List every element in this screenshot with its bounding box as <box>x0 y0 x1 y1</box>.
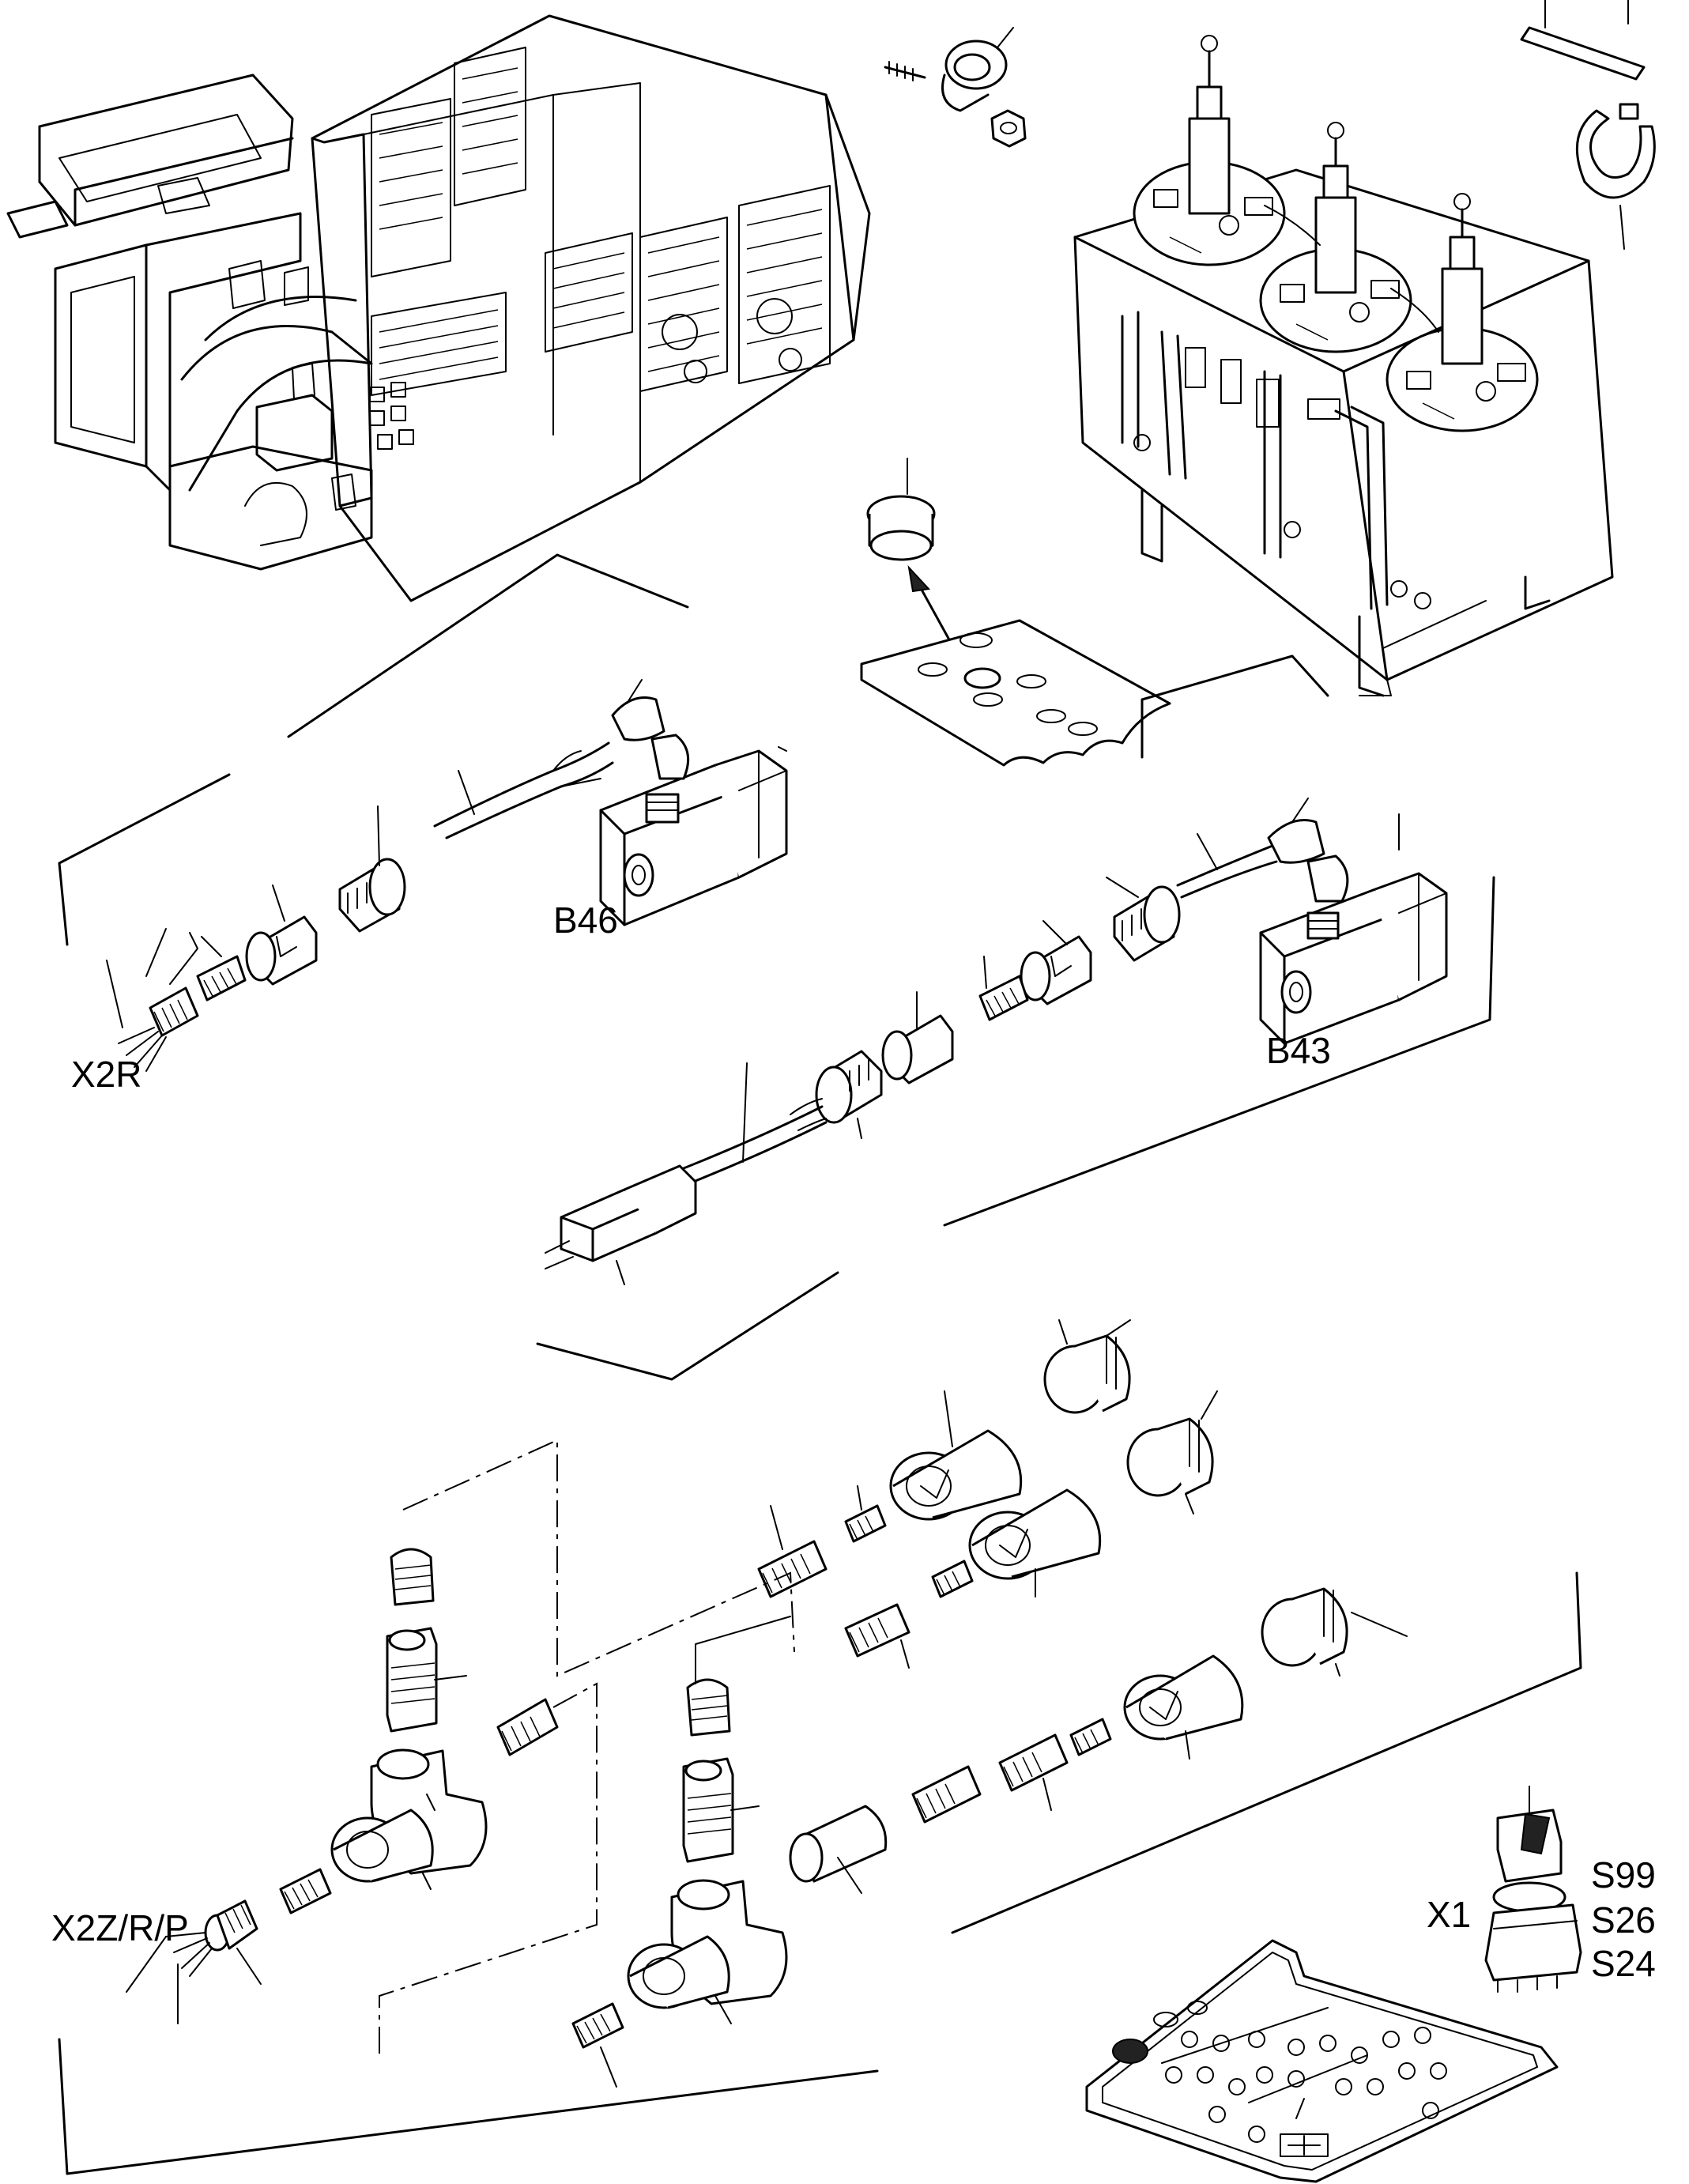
machine-overview <box>6 14 871 602</box>
switch-and-panel <box>1085 1786 1582 2183</box>
label-b46: B46 <box>553 900 618 941</box>
label-b43: B43 <box>1266 1030 1331 1071</box>
grommet-plate <box>860 458 1171 767</box>
label-x2zrp: X2Z/R/P <box>51 1907 189 1948</box>
lower-connector-parts <box>58 1319 1582 2175</box>
label-s26: S26 <box>1591 1899 1656 1941</box>
label-x1: X1 <box>1427 1894 1471 1935</box>
cable-tie <box>1520 0 1656 250</box>
b46-cable-assembly <box>58 553 788 1072</box>
label-x2r: X2R <box>71 1054 141 1095</box>
b43-cable-assembly <box>536 654 1495 1381</box>
label-s99: S99 <box>1591 1854 1656 1895</box>
hydraulic-tank-assembly <box>1073 35 1614 697</box>
label-s24: S24 <box>1591 1943 1656 1984</box>
clamp-hardware <box>884 27 1027 148</box>
